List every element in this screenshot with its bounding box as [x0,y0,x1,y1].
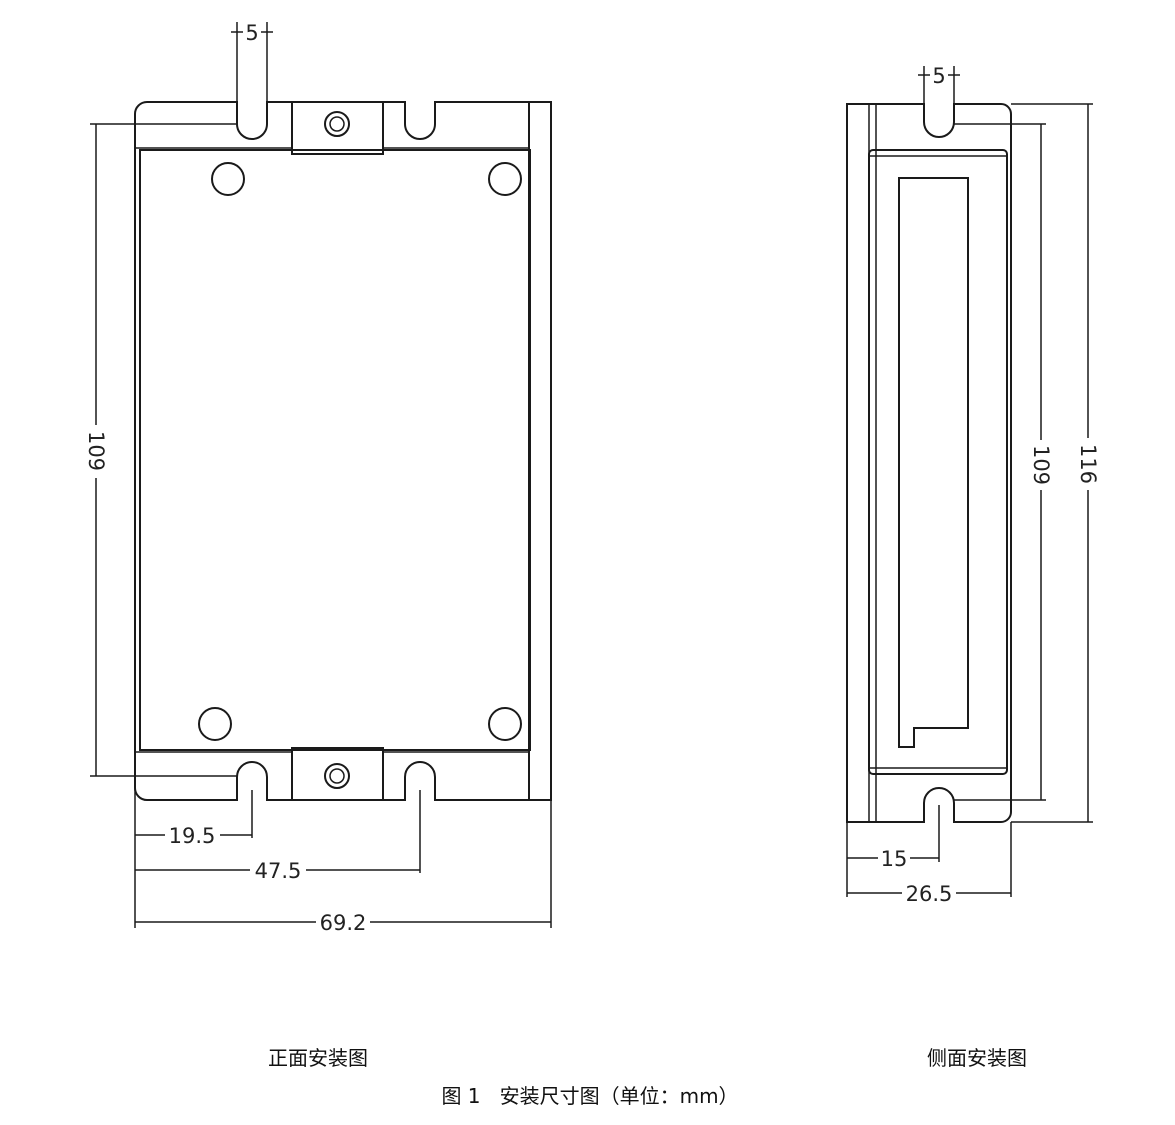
top-screw-hole [324,111,350,137]
dim-front-total-width: 69.2 [135,800,552,935]
side-mount-height-label: 109 [1029,445,1053,485]
corner-hole-tr [488,162,522,196]
side-total-height-label: 116 [1076,444,1100,484]
side-total-depth-label: 26.5 [906,882,953,906]
dim-side-slot-offset: 15 [846,805,940,897]
front-plate-outline [134,101,530,801]
dim-front-slot1-offset: 19.5 [134,788,253,928]
front-slot1-offset-label: 19.5 [169,824,216,848]
corner-hole-tl [211,162,245,196]
front-slot2-offset-label: 47.5 [255,859,302,883]
corner-hole-bl [198,707,232,741]
dim-side-total-depth: 26.5 [847,822,1012,906]
front-mount-height-label: 109 [84,431,108,471]
dim-side-mount-height: 109 [954,123,1053,801]
figure-caption: 图 1 安装尺寸图（单位：mm） [441,1084,739,1108]
side-terminal-window [898,177,969,748]
front-body [139,149,531,751]
dim-side-slot-width: 5 [918,64,960,122]
top-screw-tab [291,101,384,155]
front-right-flange [528,101,552,801]
front-view: 5 109 19.5 47.5 69 [84,21,552,935]
dim-front-slot2-offset: 47.5 [135,790,421,883]
side-body [868,149,1008,775]
dim-side-total-height: 116 [1011,103,1100,823]
corner-hole-br [488,707,522,741]
side-plate-outline [846,103,1012,823]
bottom-screw-tab [291,747,384,801]
front-slot-width-label: 5 [245,21,258,45]
dim-front-mount-height: 109 [84,123,237,777]
side-slot-offset-label: 15 [881,847,908,871]
bottom-screw-hole [324,763,350,789]
side-view-caption: 侧面安装图 [927,1046,1027,1070]
side-slot-width-label: 5 [932,64,945,88]
front-total-width-label: 69.2 [320,911,367,935]
side-view: 5 109 116 15 [846,64,1100,906]
dim-front-slot-width: 5 [231,21,273,124]
front-view-caption: 正面安装图 [268,1046,368,1070]
